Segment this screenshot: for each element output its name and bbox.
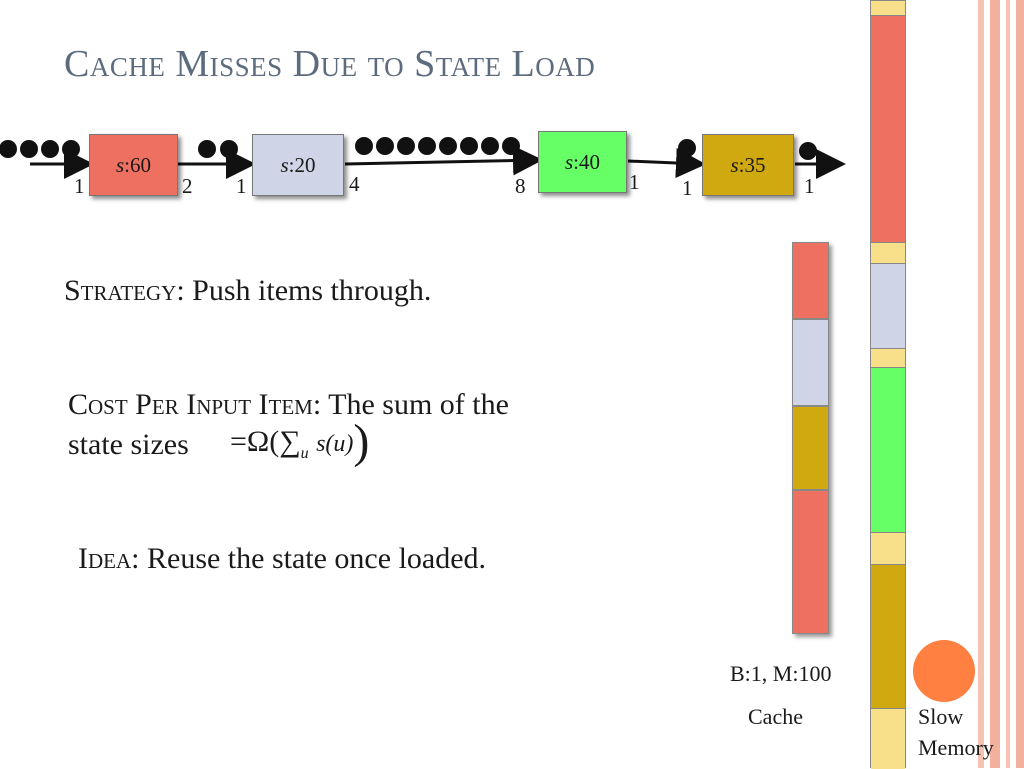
decor-stripe-2	[990, 0, 1000, 768]
rate-label: 1	[629, 170, 640, 194]
node-s35: s:35	[702, 134, 794, 196]
cost-text-line1: Cost Per Input Item: The sum of the	[68, 388, 509, 421]
pipeline-diagram	[0, 137, 846, 179]
cache-segment-red	[792, 242, 829, 319]
processor-circle	[913, 640, 975, 702]
decor-stripe-1	[978, 0, 984, 768]
cache-bar	[792, 242, 829, 634]
rate-label: 4	[349, 172, 360, 196]
memory-segment-yellow	[871, 709, 905, 769]
memory-segment-yellow	[871, 533, 905, 564]
rate-label: 1	[236, 174, 247, 198]
node-s20: s:20	[252, 134, 344, 196]
node-s40: s:40	[538, 131, 627, 193]
slow-memory-label-line1: Slow	[918, 704, 964, 729]
rate-label: 1	[804, 174, 815, 198]
dots-group-1	[0, 140, 80, 158]
rate-label: 2	[182, 174, 193, 198]
cost-formula: =Ω(∑u s(u))	[230, 415, 370, 468]
memory-segment-gold	[871, 564, 905, 709]
slide-title: Cache Misses Due to State Load	[64, 43, 596, 85]
decor-stripe-4	[1016, 0, 1024, 768]
cost-text-line2: state sizes	[68, 428, 189, 461]
dots-group-3	[355, 137, 520, 155]
cache-params-label: B:1, M:100	[730, 661, 832, 686]
slow-memory-label-line2: Memory	[918, 735, 994, 760]
arrow-40-35	[627, 148, 706, 178]
memory-segment-green	[871, 367, 905, 533]
cache-segment-lavender	[792, 319, 829, 406]
rate-label: 8	[515, 174, 526, 198]
idea-text: Idea: Reuse the state once loaded.	[78, 542, 487, 575]
memory-segment-yellow	[871, 1, 905, 15]
memory-segment-lavender	[871, 263, 905, 349]
cache-label: Cache	[748, 704, 803, 729]
memory-segment-yellow	[871, 349, 905, 367]
rate-label: 1	[74, 174, 85, 198]
decor-stripe-3	[1006, 0, 1010, 768]
rate-label: 1	[682, 176, 693, 200]
dots-group-2	[198, 140, 238, 158]
arrow-20-40	[344, 145, 543, 176]
slow-memory-bar	[870, 0, 906, 769]
cache-segment-red	[792, 490, 829, 634]
dots-group-4	[678, 139, 696, 157]
strategy-text: Strategy: Push items through.	[64, 274, 432, 307]
node-s60: s:60	[89, 134, 178, 196]
memory-segment-red	[871, 15, 905, 243]
dots-group-5	[799, 142, 817, 160]
cache-segment-gold	[792, 406, 829, 490]
memory-segment-yellow	[871, 243, 905, 263]
